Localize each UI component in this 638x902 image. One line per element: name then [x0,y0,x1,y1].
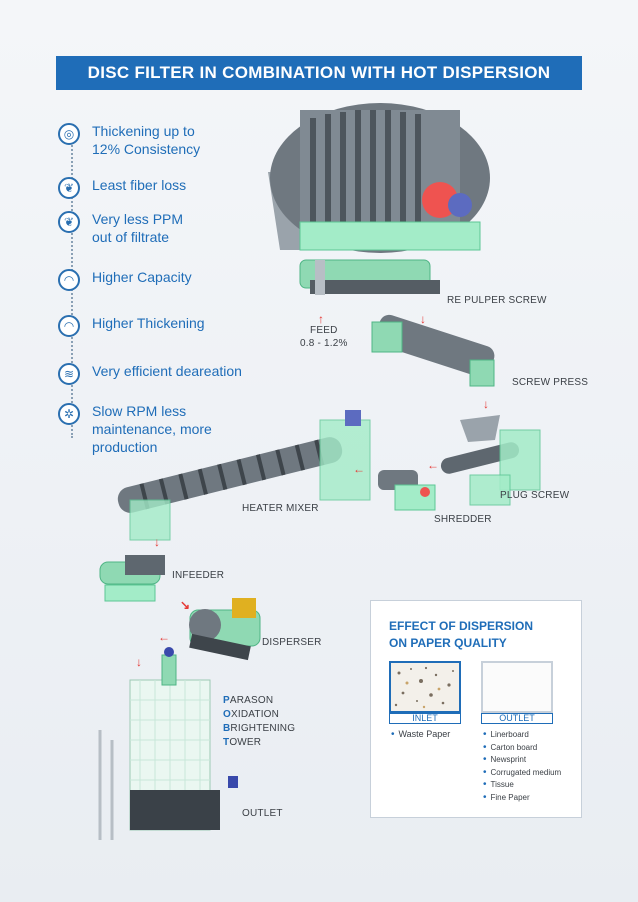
tower-initial: T [223,737,230,748]
disc-filter-illustration [268,103,490,295]
inlet-label: INLET [389,713,461,724]
infeeder-illustration [99,555,165,602]
tower-initial: O [223,709,231,720]
page-title: DISC FILTER IN COMBINATION WITH HOT DISP… [56,56,582,90]
list-item: Fine Paper [483,792,561,805]
feature-item: ≋ Very efficient deareation [58,362,242,385]
tower-line: BRIGHTENING [223,722,295,736]
label-heater-mixer: HEATER MIXER [242,503,319,514]
feature-text: Thickening up to 12% Consistency [92,123,201,157]
tower-line: PARASON [223,694,295,708]
list-item: Corrugated medium [483,767,562,780]
tower-line: TOWER [223,736,295,750]
tower-rest: OWER [229,737,262,748]
feature-text: Very efficient deareation [92,363,242,379]
flow-arrow-icon: ← [353,462,365,476]
gear-icon: ✲ [58,403,80,425]
feature-item: ❦ Least fiber loss [58,176,186,199]
effect-title: EFFECT OF DISPERSION ON PAPER QUALITY [389,618,533,652]
label-outlet: OUTLET [242,808,283,819]
tower-rest: RIGHTENING [230,723,296,734]
feed-label: FEED [310,325,338,336]
effect-title-line: ON PAPER QUALITY [389,636,507,650]
flow-arrow-icon: ← [427,458,439,472]
po-tower-illustration [98,647,238,840]
label-disperser: DISPERSER [262,637,322,648]
effect-panel: EFFECT OF DISPERSION ON PAPER QUALITY IN… [370,600,582,818]
leaf-icon: ❦ [58,177,80,199]
feature-text: Higher Thickening [92,315,205,331]
outlet-label: OUTLET [481,713,553,724]
feature-item: ◎ Thickening up to 12% Consistency [58,122,200,158]
gauge-icon: ◎ [58,123,80,145]
label-infeeder: INFEEDER [172,570,225,581]
list-item: Newsprint [483,754,561,767]
feature-item: ◠ Higher Thickening [58,314,205,337]
screw-press-illustration [371,314,495,387]
flow-arrow-icon: ↘ [180,598,191,612]
feature-text: Slow RPM less maintenance, more producti… [92,403,212,455]
flow-arrow-icon: ↓ [483,397,489,411]
heater-mixer-illustration [117,410,371,541]
po-tower-label: PARASON OXIDATION BRIGHTENING TOWER [223,694,295,750]
label-shredder: SHREDDER [434,514,492,525]
feed-consistency: 0.8 - 1.2% [300,338,348,349]
feature-text: Least fiber loss [92,177,187,193]
list-item: Carton board [483,742,561,755]
label-feed: FEED 0.8 - 1.2% [300,324,348,350]
label-re-pulper-screw: RE PULPER SCREW [447,295,547,306]
tower-initial: B [223,723,231,734]
tower-rest: ARASON [229,695,274,706]
inlet-list: Waste Paper [391,729,451,740]
feature-text: Higher Capacity [92,269,192,285]
outlet-sample-image [481,661,553,713]
feature-list: ◎ Thickening up to 12% Consistency ❦ Lea… [58,120,278,460]
tower-initial: P [223,695,230,706]
list-item: Tissue [483,779,561,792]
flow-arrow-icon: ↓ [136,655,142,669]
tower-rest: XIDATION [230,709,280,720]
flow-arrow-icon: ↑ [318,312,324,326]
plug-screw-illustration [440,415,541,506]
flow-arrow-icon: ↓ [154,535,160,549]
inlet-sample-image [389,661,461,713]
disperser-illustration [189,598,261,661]
flow-arrow-icon: ↓ [420,312,426,326]
list-item: Linerboard [483,729,561,742]
leaf-icon: ❦ [58,211,80,233]
feature-item: ◠ Higher Capacity [58,268,192,291]
feature-item: ✲ Slow RPM less maintenance, more produc… [58,402,212,456]
outlet-list: Linerboard Carton board Newsprint Corrug… [483,729,562,805]
list-item: Waste Paper [391,729,451,740]
effect-title-line: EFFECT OF DISPERSION [389,619,534,633]
label-screw-press: SCREW PRESS [512,377,589,388]
tower-line: OXIDATION [223,708,295,722]
shredder-illustration [378,470,436,511]
air-icon: ≋ [58,363,80,385]
feature-item: ❦ Very less PPM out of filtrate [58,210,183,246]
label-plug-screw: PLUG SCREW [500,490,570,501]
flow-arrow-icon: ← [158,630,170,644]
feature-text: Very less PPM out of filtrate [92,211,184,245]
speedometer-icon: ◠ [58,315,80,337]
speedometer-icon: ◠ [58,269,80,291]
